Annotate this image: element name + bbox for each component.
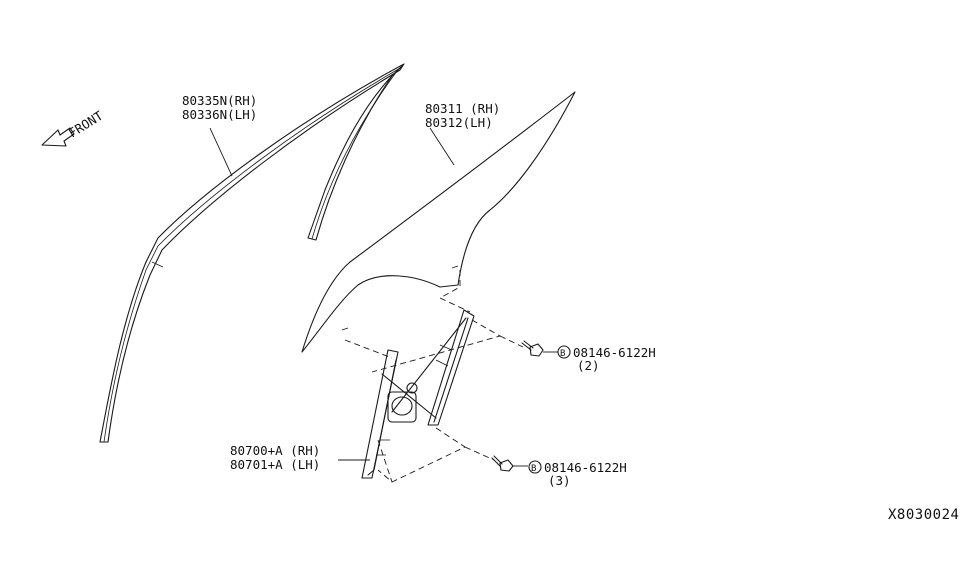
bolt-upper-badge: B: [560, 349, 565, 359]
door-glass: [301, 91, 576, 353]
regulator-lh-label: 80701+A (LH): [230, 457, 320, 472]
regulator-rh-label: 80700+A (RH): [230, 443, 320, 458]
molding-lh-label: 80336N(LH): [182, 107, 257, 122]
bolt-lower-badge: B: [531, 464, 536, 474]
window-regulator: [361, 309, 475, 479]
bolt-upper-callout: B 08146-6122H (2): [557, 345, 656, 373]
leader-lines: [209, 127, 558, 467]
bolt-lower-qty: (3): [548, 473, 571, 488]
molding-rh-label: 80335N(RH): [182, 93, 257, 108]
bolt-lower-icon: [491, 455, 514, 472]
bolt-lower-number: 08146-6122H: [544, 460, 627, 475]
glass-rh-label: 80311 (RH): [425, 101, 500, 116]
door-sash-molding: [99, 63, 405, 443]
bolt-lower-callout: B 08146-6122H (3): [528, 460, 627, 488]
mounting-guide-lines: [344, 270, 524, 483]
diagram-code: X8030024: [888, 507, 959, 523]
front-label: FRONT: [66, 108, 106, 141]
bolt-upper-icon: [521, 340, 544, 357]
bolt-upper-qty: (2): [577, 358, 600, 373]
bolt-upper-number: 08146-6122H: [573, 345, 656, 360]
glass-lh-label: 80312(LH): [425, 115, 493, 130]
front-arrow-icon: [41, 127, 75, 147]
